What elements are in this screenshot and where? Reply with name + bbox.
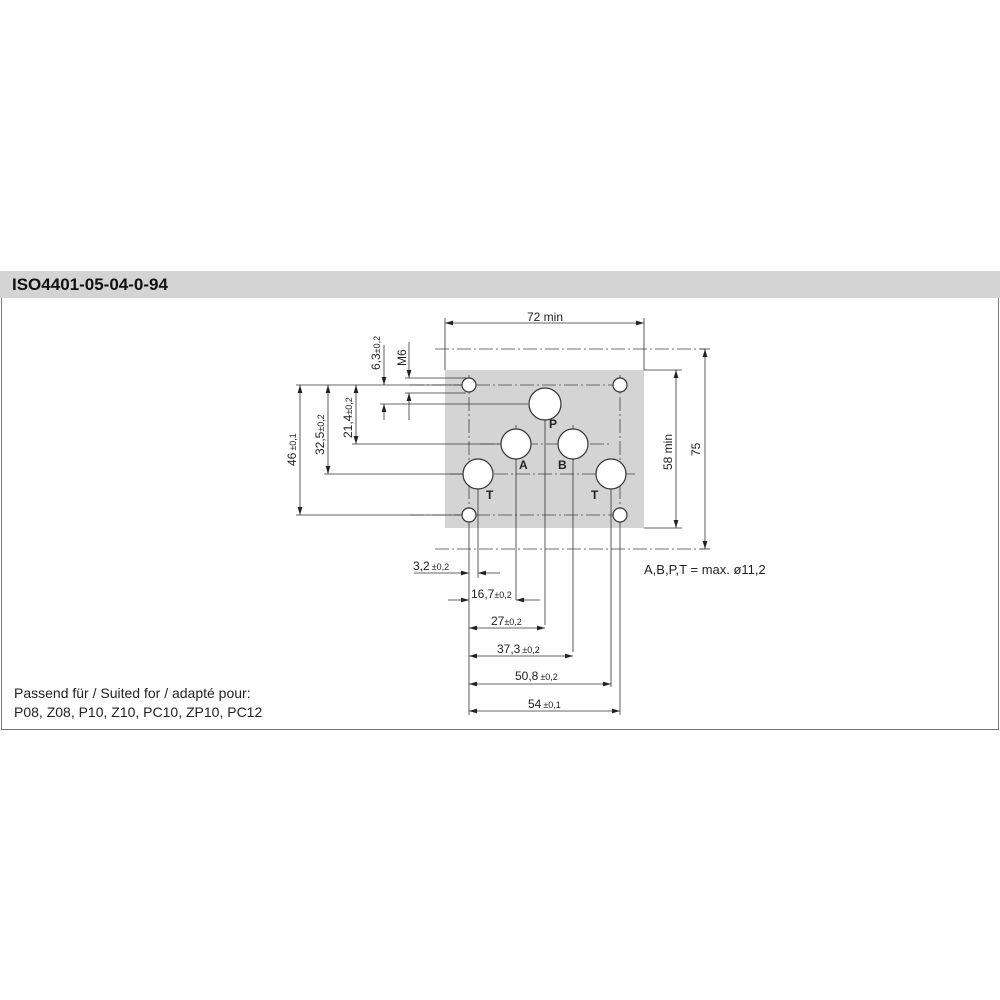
dim-m6: M6 xyxy=(395,349,409,366)
dim-50-8: 50,8 xyxy=(515,669,539,683)
dim-46: 46 xyxy=(285,452,299,466)
svg-text:50,8±0,2: 50,8±0,2 xyxy=(515,669,558,683)
svg-text:27±0,2: 27±0,2 xyxy=(491,614,522,628)
dim-16-7: 16,7 xyxy=(471,587,495,601)
svg-text:37,3±0,2: 37,3±0,2 xyxy=(497,642,540,656)
dim-54-tol: ±0,1 xyxy=(543,700,560,710)
dim-32-5: 32,5 xyxy=(313,431,327,455)
dim-3-2-tol: ±0,2 xyxy=(432,562,449,572)
dim-46-tol: ±0,1 xyxy=(288,433,298,450)
svg-text:3,2±0,2: 3,2±0,2 xyxy=(413,559,449,573)
dim-32-5-tol: ±0,2 xyxy=(316,414,326,431)
dim-height: 75 xyxy=(689,442,703,456)
mount-hole xyxy=(461,377,477,393)
port-label-b: B xyxy=(558,458,567,472)
page-title: ISO4401-05-04-0-94 xyxy=(12,275,168,294)
suited-models: P08, Z08, P10, Z10, PC10, ZP10, PC12 xyxy=(14,704,263,720)
mount-hole xyxy=(612,507,628,523)
dim-37-3: 37,3 xyxy=(497,642,521,656)
dim-width-min: 72 min xyxy=(527,310,563,324)
port-b xyxy=(557,428,589,460)
dim-27: 27 xyxy=(491,614,505,628)
dim-50-8-tol: ±0,2 xyxy=(540,672,557,682)
port-diameter-note: A,B,P,T = max. ø11,2 xyxy=(644,562,766,577)
dim-21-4: 21,4 xyxy=(341,414,355,438)
dim-16-7-tol: ±0,2 xyxy=(494,590,511,600)
mount-hole xyxy=(461,507,477,523)
port-a xyxy=(500,428,532,460)
dim-6-3: 6,3 xyxy=(369,353,383,370)
port-label-a: A xyxy=(519,458,528,472)
mount-hole xyxy=(612,377,628,393)
svg-text:54±0,1: 54±0,1 xyxy=(528,697,561,711)
dim-6-3-tol: ±0,2 xyxy=(372,336,382,353)
svg-text:21,4±0,2: 21,4±0,2 xyxy=(341,397,355,438)
port-p xyxy=(528,387,562,421)
dim-54: 54 xyxy=(528,697,542,711)
svg-text:16,7±0,2: 16,7±0,2 xyxy=(471,587,512,601)
dimension-lines xyxy=(296,318,710,715)
header-bar xyxy=(0,271,1000,298)
port-label-t-left: T xyxy=(486,488,494,502)
dim-37-3-tol: ±0,2 xyxy=(522,645,539,655)
drawing-frame xyxy=(1,298,999,730)
port-t-left xyxy=(462,458,494,490)
dim-21-4-tol: ±0,2 xyxy=(344,397,354,414)
dim-27-tol: ±0,2 xyxy=(504,617,521,627)
port-label-t-right: T xyxy=(591,488,599,502)
dim-3-2: 3,2 xyxy=(413,559,430,573)
holes xyxy=(461,377,628,523)
port-label-p: P xyxy=(549,417,557,431)
svg-text:32,5±0,2: 32,5±0,2 xyxy=(313,414,327,455)
port-t-right xyxy=(595,458,627,490)
dim-height-min: 58 min xyxy=(661,434,675,470)
suited-for-label: Passend für / Suited for / adapté pour: xyxy=(14,685,251,701)
svg-text:46±0,1: 46 ±0,1 xyxy=(285,433,299,466)
svg-text:6,3±0,2: 6,3±0,2 xyxy=(369,336,383,370)
